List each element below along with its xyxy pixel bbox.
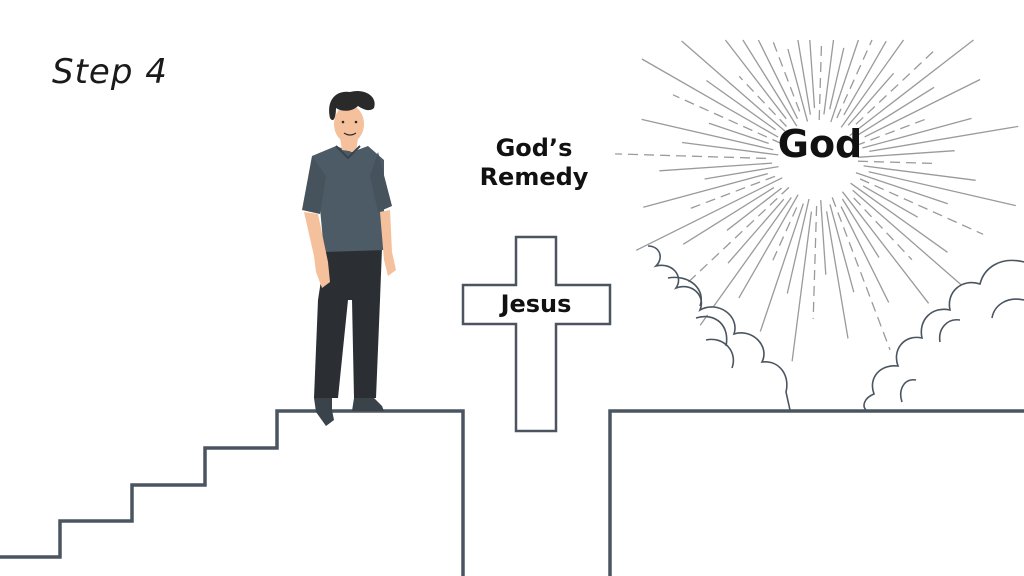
light-ray: [868, 171, 1016, 207]
light-ray: [856, 86, 935, 137]
right-shoe: [352, 398, 384, 411]
light-ray: [831, 197, 891, 351]
light-ray: [823, 39, 835, 115]
stairs-icon: [0, 409, 465, 576]
light-ray: [787, 48, 809, 122]
light-ray: [681, 40, 789, 135]
light-ray: [797, 39, 812, 115]
light-ray: [862, 185, 919, 218]
light-ray: [855, 50, 935, 125]
light-ray: [738, 75, 787, 127]
light-ray: [855, 118, 926, 147]
remedy-title-line2: Remedy: [479, 163, 589, 191]
light-ray: [738, 194, 799, 299]
remedy-title-line1: God’s: [495, 134, 573, 162]
light-ray: [704, 165, 779, 180]
light-ray: [809, 39, 816, 109]
collar: [335, 145, 361, 160]
light-ray: [770, 207, 798, 266]
light-ray: [841, 198, 880, 258]
step-title: Step 4: [52, 52, 168, 92]
light-ray: [855, 172, 949, 205]
light-ray: [862, 117, 972, 149]
light-ray: [791, 211, 813, 362]
light-ray: [759, 203, 804, 332]
light-ray: [685, 186, 790, 285]
light-ray: [830, 39, 860, 123]
light-ray: [726, 187, 782, 231]
light-ray: [850, 182, 948, 253]
man-figure-icon: [302, 90, 396, 426]
left-shoe: [314, 398, 334, 426]
god-label: God: [777, 122, 863, 166]
right-sleeve: [370, 152, 392, 212]
cloud-icon: [647, 245, 791, 411]
light-ray: [742, 39, 798, 127]
light-ray: [864, 78, 981, 138]
light-ray: [829, 204, 855, 293]
left-sleeve: [302, 156, 326, 214]
mouth: [343, 132, 357, 136]
light-ray: [757, 39, 799, 120]
light-ray: [857, 160, 933, 165]
light-ray: [672, 94, 782, 145]
light-ray: [818, 39, 823, 121]
light-ray: [836, 39, 873, 119]
head: [334, 105, 364, 143]
light-ray: [615, 153, 767, 160]
light-ray: [641, 58, 779, 138]
light-ray: [825, 211, 849, 339]
light-ray: [724, 39, 787, 120]
light-ray: [841, 191, 930, 304]
light-ray: [706, 79, 776, 131]
light-ray: [843, 40, 887, 116]
light-ray: [635, 177, 783, 251]
cross-icon: [461, 235, 612, 433]
left-arm: [304, 212, 330, 288]
remedy-title: God’s Remedy: [450, 134, 618, 192]
light-rays-icon: [615, 39, 1019, 362]
light-ray: [643, 172, 768, 208]
light-ray: [829, 47, 845, 110]
light-ray: [708, 122, 769, 145]
eye: [354, 120, 358, 124]
light-ray: [853, 197, 913, 261]
light-ray: [682, 141, 779, 156]
light-ray: [641, 118, 774, 151]
hair: [329, 90, 375, 121]
light-ray: [840, 206, 890, 303]
god-side-ledge: [608, 409, 1024, 576]
light-ray: [869, 125, 1019, 153]
light-ray: [852, 189, 972, 294]
right-arm: [380, 210, 396, 276]
shirt: [312, 146, 384, 252]
light-ray: [699, 197, 792, 326]
light-ray: [863, 165, 976, 181]
light-ray: [847, 72, 895, 126]
light-ray: [771, 39, 801, 112]
cross-label: Jesus: [500, 290, 572, 318]
eye: [341, 120, 345, 124]
light-ray: [682, 187, 775, 245]
light-ray: [840, 39, 905, 128]
pants: [314, 248, 382, 398]
light-ray: [659, 162, 773, 172]
light-ray: [849, 39, 974, 137]
light-ray: [820, 199, 827, 275]
light-ray: [859, 178, 984, 235]
light-ray: [812, 205, 818, 319]
light-ray: [786, 198, 810, 294]
light-ray: [857, 150, 955, 158]
cloud-icon: [863, 259, 1024, 411]
light-ray: [727, 198, 785, 264]
